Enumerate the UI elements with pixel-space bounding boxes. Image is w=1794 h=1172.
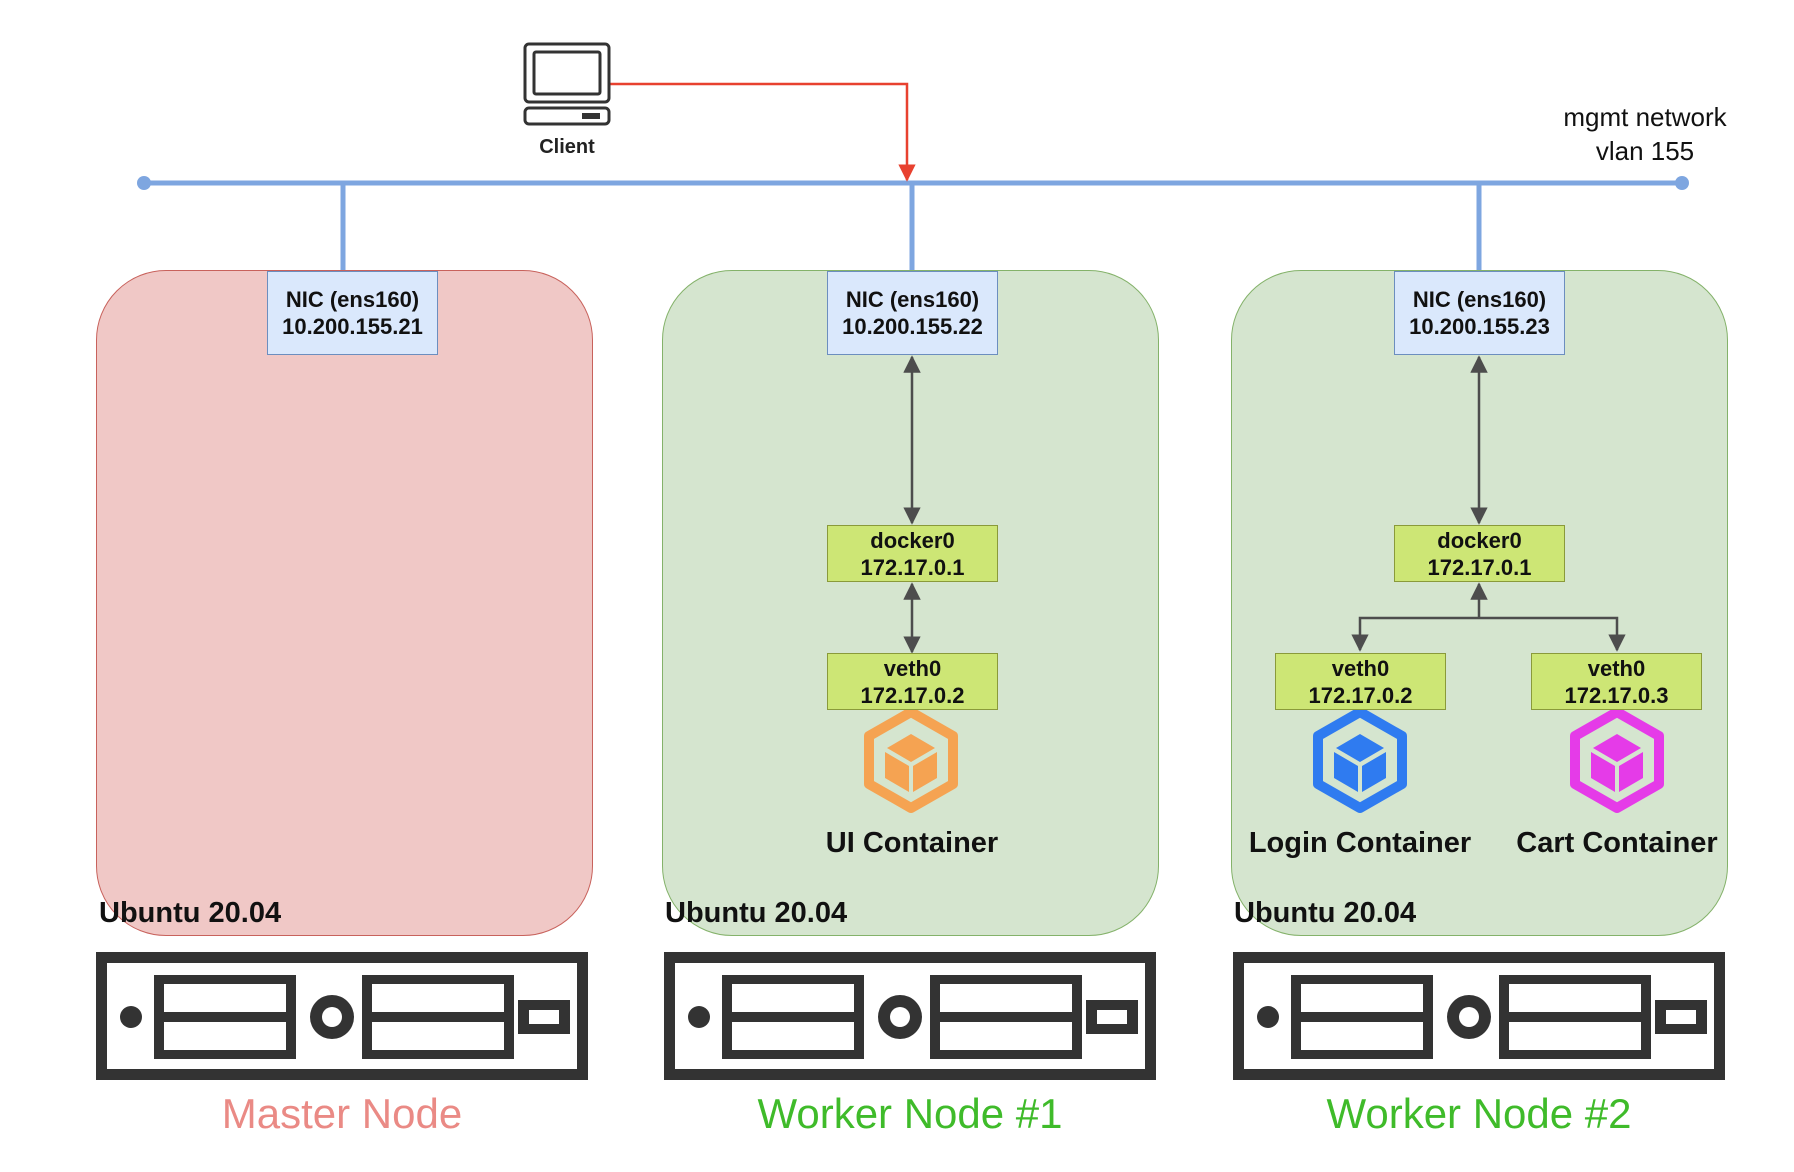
ui-container-icon xyxy=(864,707,958,813)
worker2-server-icon xyxy=(1233,952,1725,1080)
bridge-ip: 172.17.0.1 xyxy=(860,554,965,580)
w2-docker-veth-links xyxy=(1351,582,1626,652)
master-node-title: Master Node xyxy=(221,1090,463,1137)
mgmt-network-bus xyxy=(137,176,1689,270)
cart-container-icon xyxy=(1570,707,1664,813)
bridge-ip: 172.17.0.1 xyxy=(1427,554,1532,580)
nic-name: NIC (ens160) xyxy=(1412,287,1547,312)
master-nic-box: NIC (ens160) 10.200.155.21 xyxy=(267,271,438,355)
nic-ip: 10.200.155.22 xyxy=(842,314,983,339)
bridge-name: docker0 xyxy=(1437,527,1522,553)
veth-name: veth0 xyxy=(1587,655,1646,681)
worker1-docker0-box: docker0 172.17.0.1 xyxy=(827,525,998,582)
veth-name: veth0 xyxy=(883,655,942,681)
login-container-icon xyxy=(1313,707,1407,813)
veth-ip: 172.17.0.2 xyxy=(1308,682,1413,708)
worker1-nic-box: NIC (ens160) 10.200.155.22 xyxy=(827,271,998,355)
nic-name: NIC (ens160) xyxy=(285,287,420,312)
nic-ip: 10.200.155.23 xyxy=(1409,314,1550,339)
worker1-veth0-box: veth0 172.17.0.2 xyxy=(827,653,998,710)
client-link xyxy=(610,82,916,182)
worker2-veth0-box-1: veth0 172.17.0.2 xyxy=(1275,653,1446,710)
network-vlan: vlan 155 xyxy=(1595,136,1695,166)
master-os-label: Ubuntu 20.04 xyxy=(99,897,282,929)
veth-ip: 172.17.0.2 xyxy=(860,682,965,708)
veth-name: veth0 xyxy=(1331,655,1390,681)
nic-ip: 10.200.155.21 xyxy=(282,314,423,339)
veth-ip: 172.17.0.3 xyxy=(1564,682,1669,708)
worker1-server-icon xyxy=(664,952,1156,1080)
mgmt-network-label: mgmt network vlan 155 xyxy=(1530,100,1760,168)
worker2-veth0-box-2: veth0 172.17.0.3 xyxy=(1531,653,1702,710)
network-name: mgmt network xyxy=(1563,102,1727,132)
master-server-icon xyxy=(96,952,588,1080)
login-container-label: Login Container xyxy=(1248,827,1472,859)
nic-name: NIC (ens160) xyxy=(845,287,980,312)
computer-icon xyxy=(523,42,611,126)
worker2-node-title: Worker Node #2 xyxy=(1326,1090,1632,1137)
ui-container-label: UI Container xyxy=(825,827,999,859)
client-label: Client xyxy=(539,136,595,158)
worker2-docker0-box: docker0 172.17.0.1 xyxy=(1394,525,1565,582)
worker1-os-label: Ubuntu 20.04 xyxy=(665,897,848,929)
worker2-os-label: Ubuntu 20.04 xyxy=(1234,897,1417,929)
cart-container-label: Cart Container xyxy=(1516,827,1718,859)
master-node-panel xyxy=(96,270,593,936)
bridge-name: docker0 xyxy=(870,527,955,553)
worker2-nic-box: NIC (ens160) 10.200.155.23 xyxy=(1394,271,1565,355)
worker1-node-title: Worker Node #1 xyxy=(757,1090,1063,1137)
